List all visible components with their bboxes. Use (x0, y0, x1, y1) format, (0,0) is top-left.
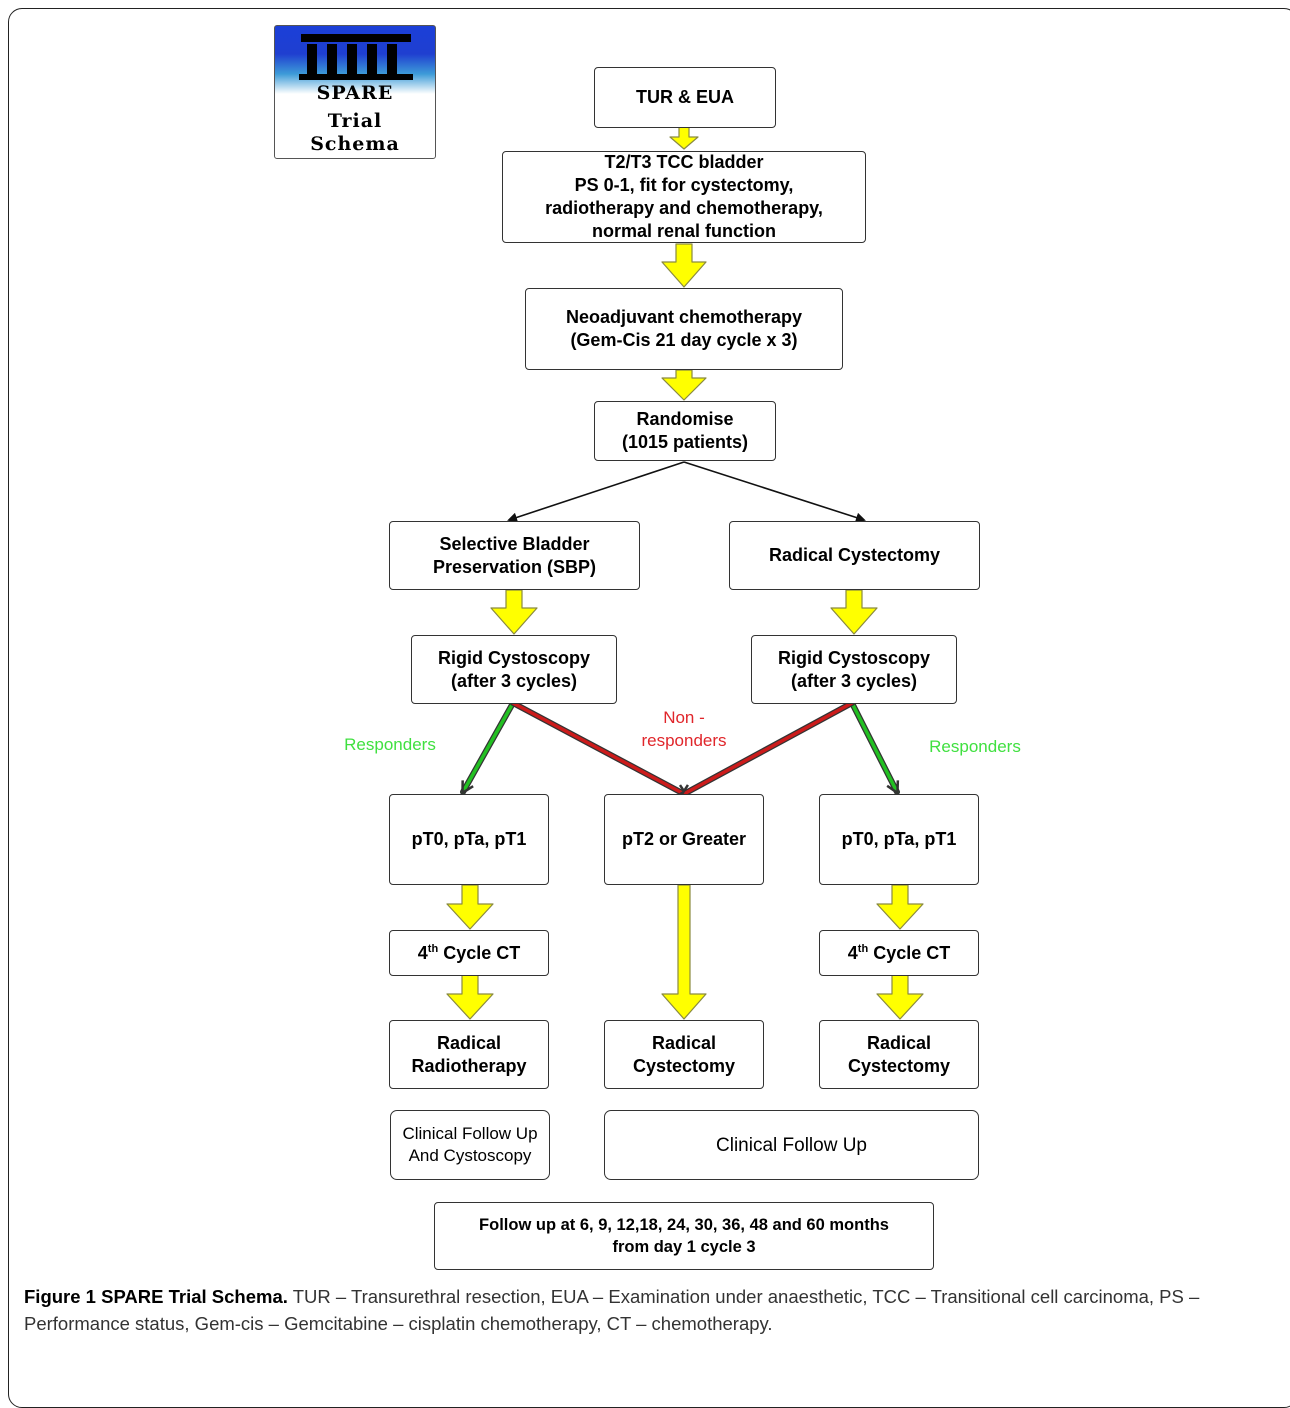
neoadjuvant-line-2: (Gem-Cis 21 day cycle x 3) (570, 330, 798, 350)
followup-right-label: Clinical Follow Up (716, 1134, 867, 1156)
logo-line-spare: SPARE (316, 82, 394, 104)
caption-text: TUR – Transurethral resection, EUA – Exa… (24, 1286, 1200, 1334)
box-randomise: Randomise (1015 patients) (594, 401, 776, 461)
box-followup-schedule: Follow up at 6, 9, 12,18, 24, 30, 36, 48… (434, 1202, 934, 1270)
randomise-line-2: (1015 patients) (621, 432, 749, 452)
box-cycle-ct-left: 4th Cycle CT (389, 930, 549, 976)
followup-schedule-line-2: from day 1 cycle 3 (612, 1238, 756, 1256)
logo-line-schema: Schema (310, 133, 400, 155)
responders-label-right: Responders (929, 737, 1021, 756)
tur-eua-label: TUR & EUA (636, 87, 734, 107)
box-tur-eua: TUR & EUA (594, 67, 776, 128)
pt2-label: pT2 or Greater (621, 829, 747, 849)
radical-cystectomy-arm-label: Radical Cystectomy (768, 545, 941, 565)
yellow-arrow-rc (830, 589, 878, 635)
box-sbp: Selective Bladder Preservation (SBP) (389, 521, 640, 590)
followup-left-line-1: Clinical Follow Up (402, 1124, 538, 1143)
responders-label-left: Responders (344, 735, 436, 754)
logo-line-trial: Trial (327, 110, 383, 132)
temple-icon (299, 34, 413, 80)
yellow-arrow-pt0-right (876, 884, 924, 930)
rigid-right-line-1: Rigid Cystoscopy (777, 647, 931, 668)
box-cycle-ct-right: 4th Cycle CT (819, 930, 979, 976)
box-followup-right: Clinical Follow Up (604, 1110, 979, 1180)
radical-radiotherapy-line-1: Radical (436, 1032, 502, 1053)
non-responders-label: Non - responders (604, 706, 764, 752)
non-responders-line-2: responders (641, 731, 727, 750)
yellow-arrow-3 (661, 369, 707, 401)
radical-radiotherapy-line-2: Radiotherapy (411, 1055, 527, 1076)
rigid-left-line-1: Rigid Cystoscopy (437, 647, 591, 668)
cycle-left-label: 4th Cycle CT (417, 942, 521, 963)
eligibility-line-3: radiotherapy and chemotherapy, (545, 198, 823, 218)
yellow-arrow-sbp (490, 589, 538, 635)
pt0-left-label: pT0, pTa, pT1 (411, 829, 527, 849)
arrows-layer (446, 126, 924, 1020)
radical-cystectomy-mid-line-2: Cystectomy (632, 1055, 736, 1076)
figure-caption: Figure 1 SPARE Trial Schema. TUR – Trans… (24, 1283, 1274, 1337)
box-rigid-cystoscopy-left: Rigid Cystoscopy (after 3 cycles) (411, 635, 617, 704)
box-followup-left: Clinical Follow Up And Cystoscopy (390, 1110, 550, 1180)
eligibility-line-1: T2/T3 TCC bladder (604, 152, 764, 172)
yellow-arrow-cycle-right (876, 974, 924, 1020)
radical-cystectomy-right-line-2: Cystectomy (847, 1055, 951, 1076)
sbp-line-2: Preservation (SBP) (432, 556, 597, 577)
caption-title: Figure 1 SPARE Trial Schema. (24, 1286, 288, 1307)
non-responders-line-1: Non - (663, 708, 705, 727)
box-radical-cystectomy-mid: Radical Cystectomy (604, 1020, 764, 1089)
yellow-arrow-cycle-left (446, 974, 494, 1020)
box-rigid-cystoscopy-right: Rigid Cystoscopy (after 3 cycles) (751, 635, 957, 704)
followup-schedule-line-1: Follow up at 6, 9, 12,18, 24, 30, 36, 48… (479, 1216, 889, 1234)
pt0-right-label: pT0, pTa, pT1 (841, 829, 957, 849)
box-radical-cystectomy-right: Radical Cystectomy (819, 1020, 979, 1089)
randomise-right-arrow (683, 461, 866, 523)
randomise-left-arrow (507, 461, 685, 523)
box-pt0-left: pT0, pTa, pT1 (389, 794, 549, 885)
randomise-line-1: Randomise (636, 409, 734, 429)
sbp-line-1: Selective Bladder (439, 533, 590, 554)
radical-cystectomy-mid-line-1: Radical (651, 1032, 717, 1053)
yellow-arrow-pt0-left (446, 884, 494, 930)
box-neoadjuvant: Neoadjuvant chemotherapy (Gem-Cis 21 day… (525, 288, 843, 370)
followup-left-line-2: And Cystoscopy (408, 1146, 532, 1165)
cycle-right-label: 4th Cycle CT (847, 942, 951, 963)
yellow-arrow-pt2 (661, 884, 707, 1020)
eligibility-line-4: normal renal function (591, 221, 777, 241)
rigid-left-line-2: (after 3 cycles) (450, 670, 578, 691)
box-radical-radiotherapy: Radical Radiotherapy (389, 1020, 549, 1089)
box-pt2: pT2 or Greater (604, 794, 764, 885)
yellow-arrow-2 (661, 243, 707, 288)
rigid-right-line-2: (after 3 cycles) (790, 670, 918, 691)
box-pt0-right: pT0, pTa, pT1 (819, 794, 979, 885)
neoadjuvant-line-1: Neoadjuvant chemotherapy (565, 307, 803, 327)
spare-logo: SPARE Trial Schema (274, 25, 436, 159)
box-radical-cystectomy-arm: Radical Cystectomy (729, 521, 980, 590)
yellow-arrow-1 (669, 126, 699, 150)
radical-cystectomy-right-line-1: Radical (866, 1032, 932, 1053)
box-eligibility: T2/T3 TCC bladder PS 0-1, fit for cystec… (502, 151, 866, 243)
eligibility-line-2: PS 0-1, fit for cystectomy, (574, 175, 794, 195)
